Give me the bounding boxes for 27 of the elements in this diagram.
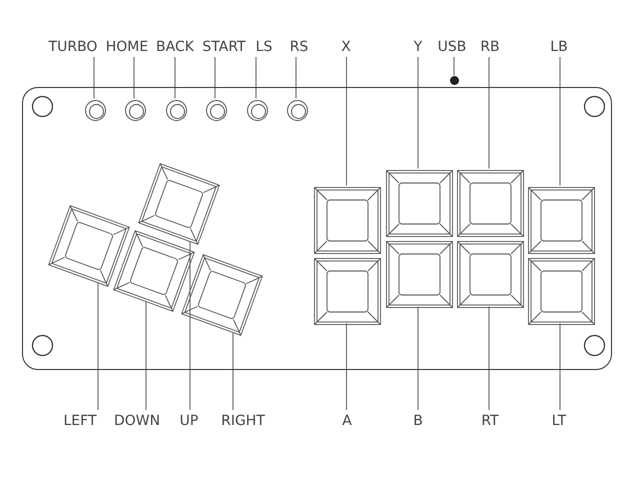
round-button: [124, 100, 146, 120]
arcade-key: [48, 204, 130, 288]
leader-line: [488, 56, 490, 169]
arcade-key: [314, 258, 381, 324]
arcade-key: [528, 186, 594, 254]
arcade-key: [386, 240, 452, 308]
leader-line: [346, 56, 347, 186]
usb-port: [450, 76, 458, 84]
leader-line: [488, 306, 490, 410]
round-button: [286, 100, 308, 120]
leader-line: [346, 323, 347, 410]
round-button: [166, 100, 186, 120]
arcade-key: [386, 170, 452, 236]
arcade-key: [456, 240, 524, 308]
round-button: [206, 100, 226, 120]
leader-line: [214, 56, 216, 99]
arcade-key: [528, 258, 594, 324]
round-button: [84, 100, 106, 120]
arcade-key: [112, 230, 196, 312]
arcade-key: [314, 186, 381, 254]
controller-panel: [22, 87, 612, 370]
leader-line: [174, 56, 176, 99]
leader-line: [232, 332, 234, 410]
arcade-key: [180, 254, 264, 336]
arcade-key: [138, 162, 220, 246]
arcade-key: [456, 170, 524, 236]
round-button: [246, 100, 268, 120]
